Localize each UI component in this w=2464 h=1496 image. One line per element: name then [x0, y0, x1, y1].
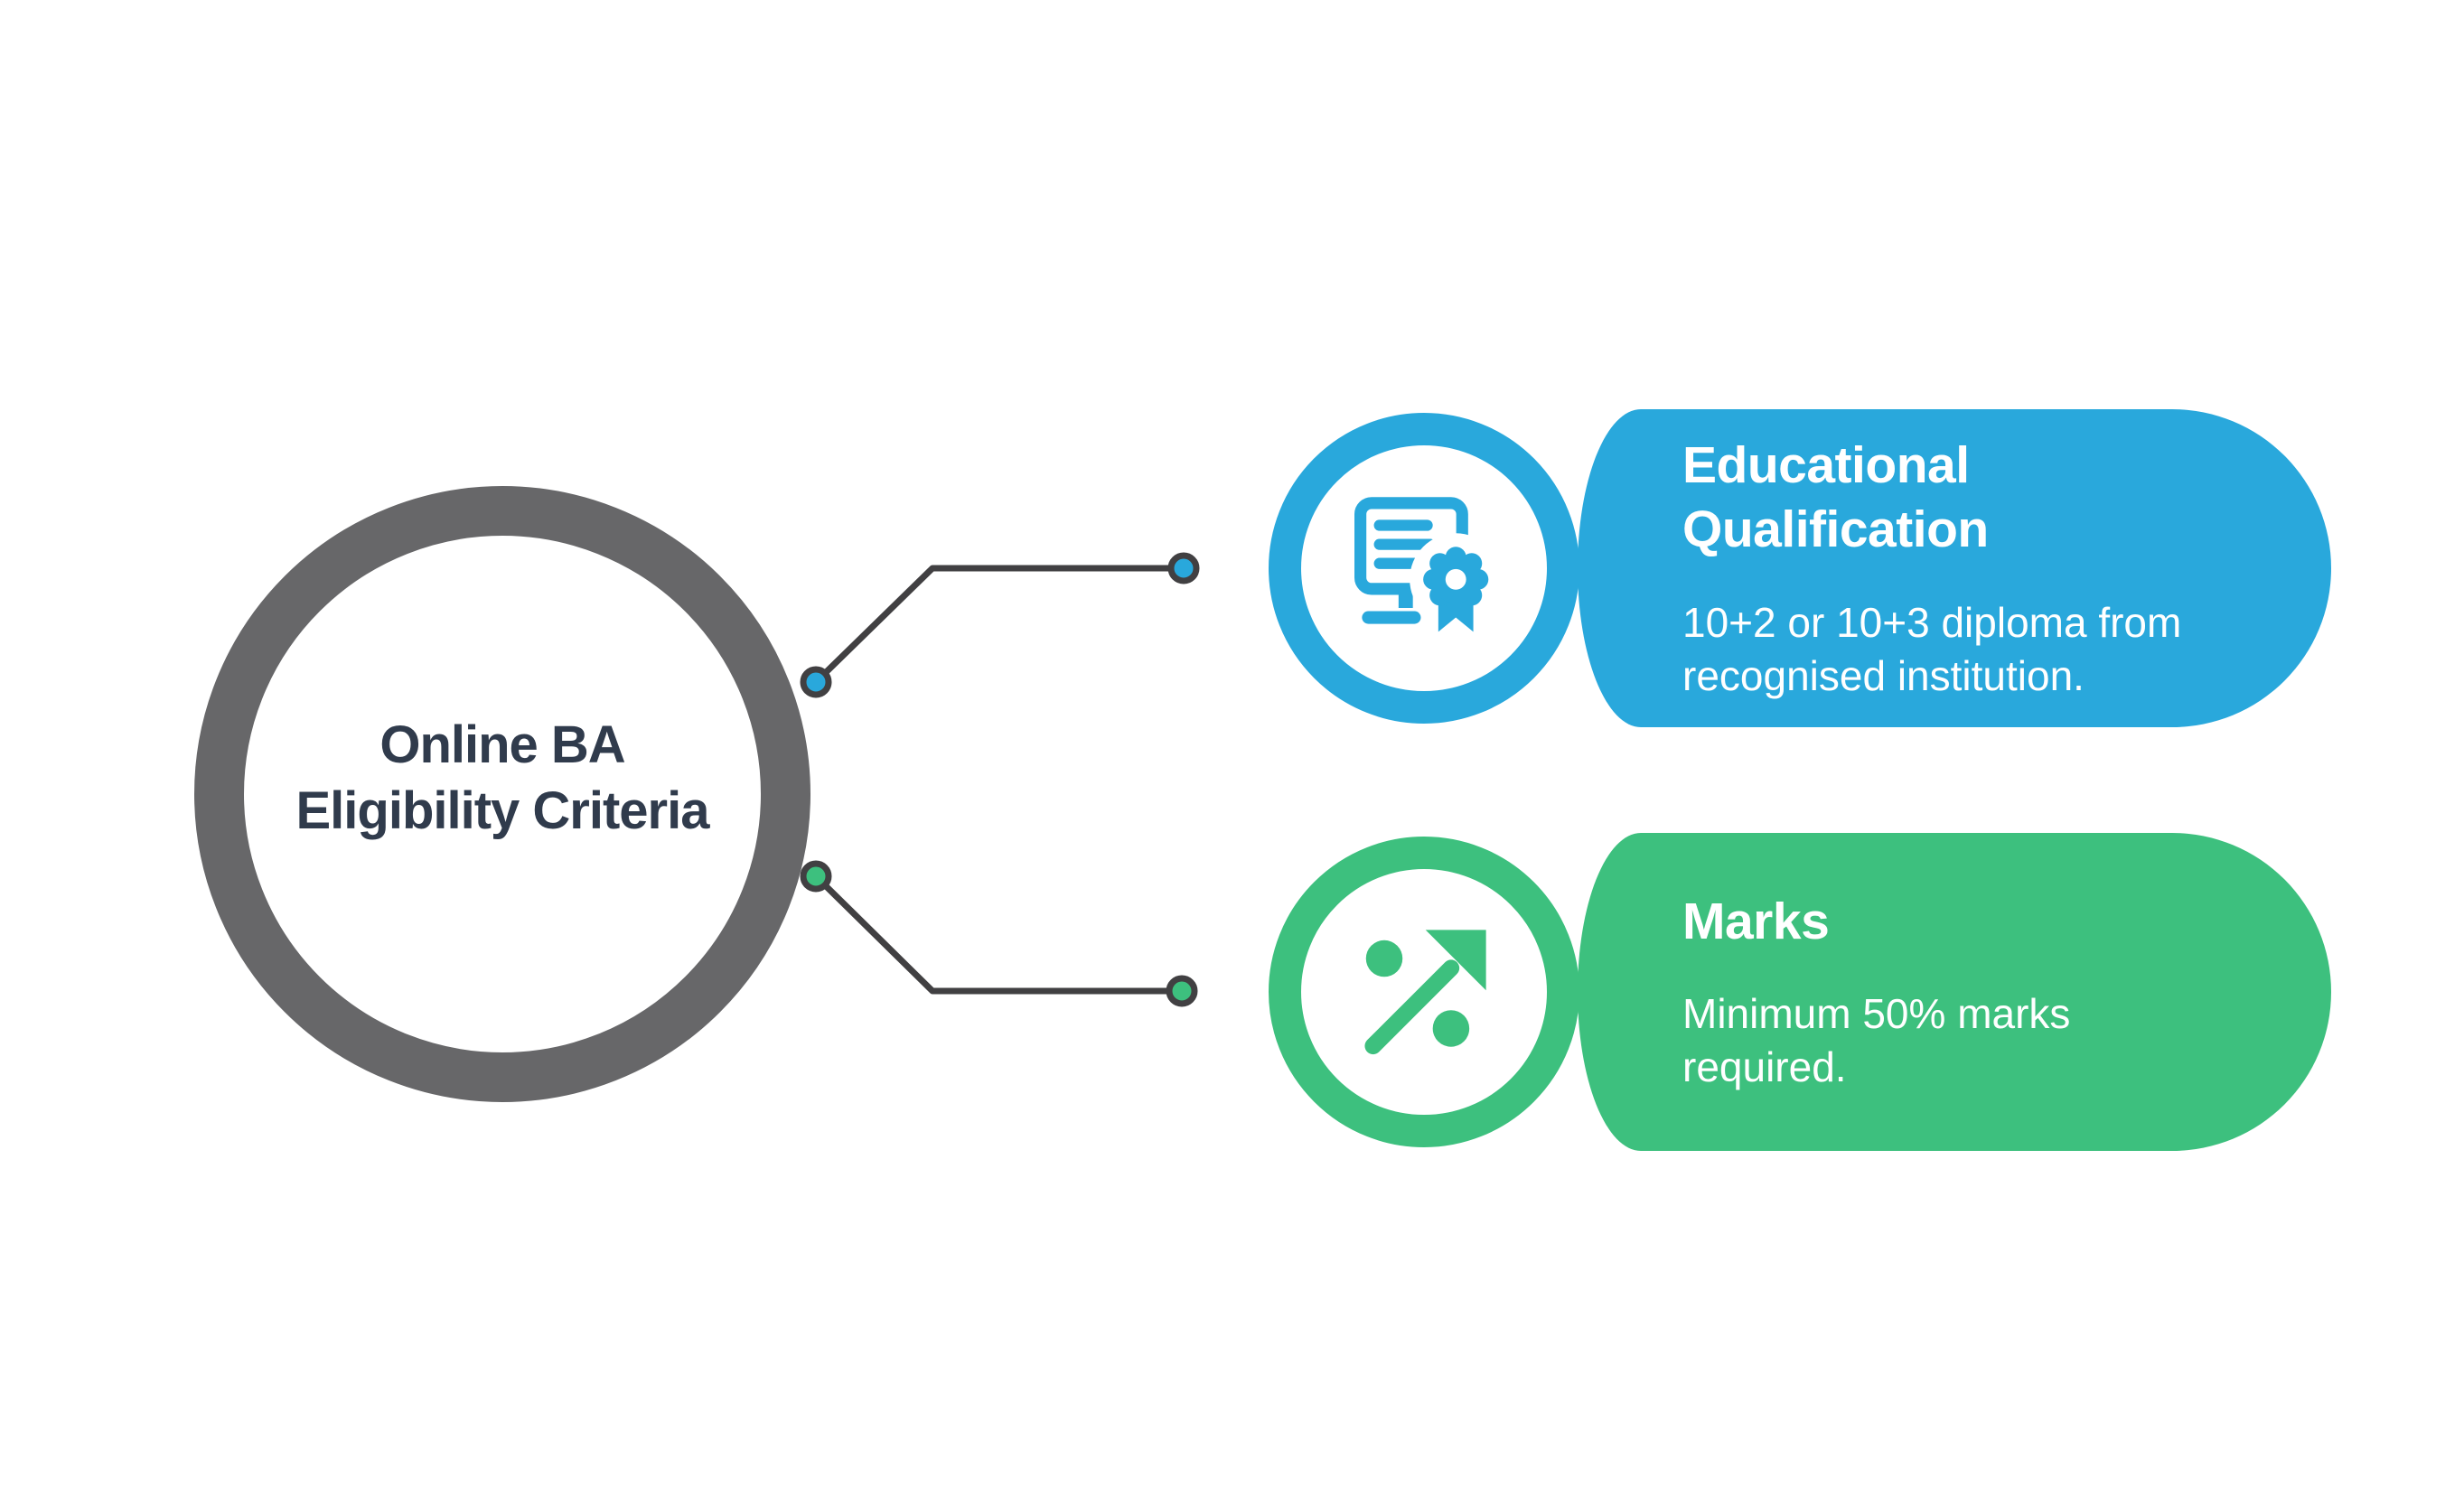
- educational-qualification-icon-circle: [1269, 413, 1579, 724]
- page-title-line1: Online BA: [379, 715, 625, 774]
- card-description: Minimum 50% marks required.: [1682, 990, 2071, 1091]
- marks-text: Marks Minimum 50% marks required.: [1682, 833, 2279, 1151]
- marks-icon-circle: [1269, 837, 1579, 1147]
- connector-dot-bottom-left: [800, 860, 832, 893]
- card-marks: [1578, 833, 2331, 1151]
- connector-dot-top-left: [800, 666, 832, 698]
- card-title: Educational Qualification: [1682, 436, 1989, 559]
- connector-dot-top-right: [1167, 552, 1200, 584]
- educational-qualification-text: Educational Qualification 10+2 or 10+3 d…: [1682, 409, 2279, 727]
- page-title-line2: Eligibility Criteria: [295, 781, 710, 840]
- connector-line-top: [813, 565, 1184, 685]
- page-title: Online BA Eligibility Criteria: [295, 712, 710, 876]
- card-educational-qualification: [1578, 409, 2331, 727]
- certificate-icon: [1354, 497, 1503, 632]
- connector-dot-bottom-right: [1166, 975, 1198, 1007]
- connector-line-bottom: [813, 874, 1182, 995]
- card-description: 10+2 or 10+3 diploma from recognised ins…: [1682, 598, 2182, 699]
- percent-growth-icon: [1364, 930, 1486, 1055]
- card-title: Marks: [1682, 892, 1830, 950]
